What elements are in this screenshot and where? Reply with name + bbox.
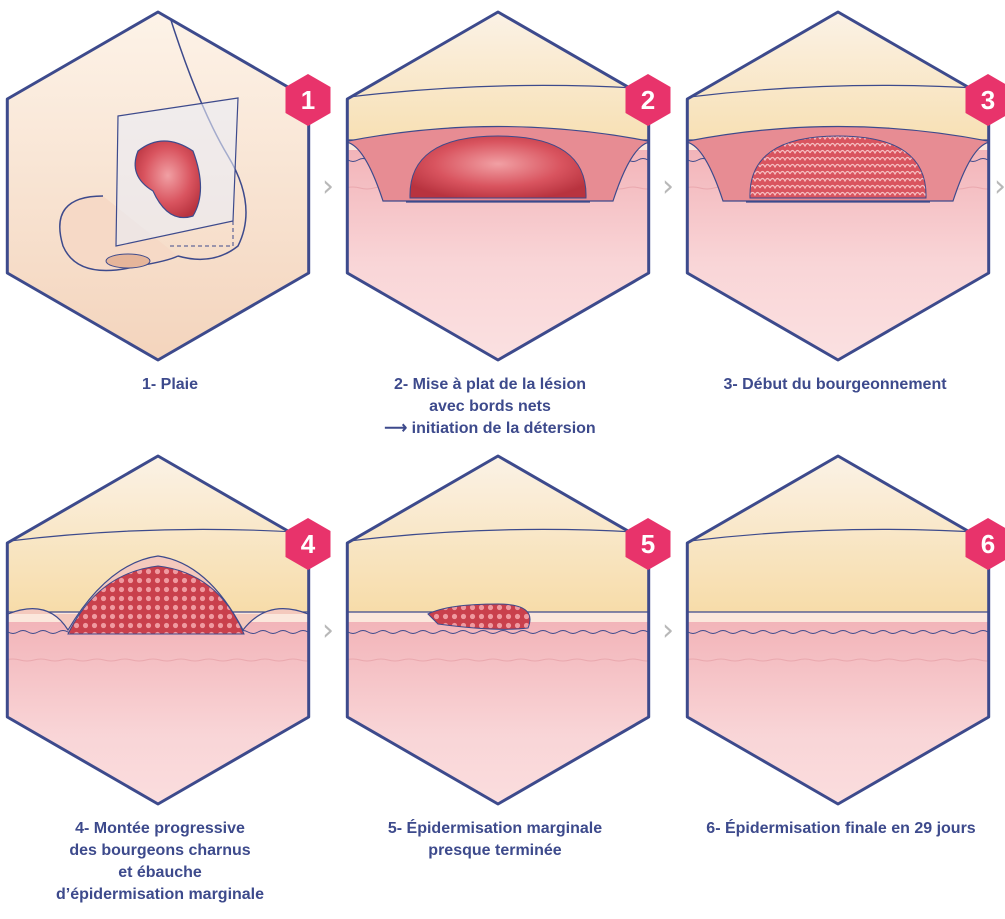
- epidermis-band: [658, 612, 1005, 622]
- stage-panel-4: 4: [0, 456, 342, 852]
- chevron-right-icon: ›: [322, 613, 334, 648]
- caption-line: et ébauche: [20, 862, 300, 884]
- chevron-right-icon: ›: [662, 169, 674, 204]
- right-arrow-icon: ⟶: [384, 420, 411, 437]
- stage-panel-1: 1: [0, 11, 338, 372]
- caption-line: 2- Mise à plat de la lésion: [360, 374, 620, 396]
- dermis-layer: [658, 618, 1005, 852]
- chevron-right-icon: ›: [322, 169, 334, 204]
- nose-wound-illustration: [0, 11, 338, 372]
- caption-step-6: 6- Épidermisation finale en 29 jours: [680, 818, 1002, 840]
- caption-line: 6- Épidermisation finale en 29 jours: [680, 818, 1002, 840]
- caption-line-text: initiation de la détersion: [412, 420, 596, 437]
- chevron-right-icon: ›: [662, 613, 674, 648]
- stage-panel-3: 3: [658, 12, 1005, 380]
- stage-panel-6: 6: [658, 456, 1005, 852]
- caption-line: 4- Montée progressive: [20, 818, 300, 840]
- caption-line-arrow: ⟶ initiation de la détersion: [360, 418, 620, 440]
- badge-number: 4: [301, 529, 316, 559]
- caption-step-5: 5- Épidermisation marginale presque term…: [360, 818, 630, 862]
- rising-granulation-illustration: [0, 456, 342, 852]
- caption-step-2: 2- Mise à plat de la lésion avec bords n…: [360, 374, 620, 440]
- badge-number: 2: [641, 85, 655, 115]
- caption-line: 3- Début du bourgeonnement: [690, 374, 980, 396]
- caption-line: presque terminée: [360, 840, 630, 862]
- badge-number: 5: [641, 529, 655, 559]
- stage-panel-5: 5: [318, 456, 682, 852]
- early-granulation-illustration: [658, 12, 1005, 380]
- badge-number: 1: [301, 85, 315, 115]
- nostril-opening: [106, 254, 150, 268]
- caption-step-1: 1- Plaie: [90, 374, 250, 396]
- marginal-epidermisation-illustration: [318, 456, 682, 852]
- caption-line: 1- Plaie: [90, 374, 250, 396]
- badge-number: 3: [981, 85, 995, 115]
- final-epidermisation-illustration: [658, 456, 1005, 852]
- badge-number: 6: [981, 529, 995, 559]
- caption-step-4: 4- Montée progressive des bourgeons char…: [20, 818, 300, 906]
- dermis-layer: [318, 618, 678, 852]
- caption-line: d’épidermisation marginale: [20, 884, 300, 906]
- caption-line: avec bords nets: [360, 396, 620, 418]
- stage-panel-2: 2: [318, 12, 682, 380]
- flat-lesion-illustration: [318, 12, 682, 380]
- caption-line: des bourgeons charnus: [20, 840, 300, 862]
- chevron-right-icon: ›: [994, 169, 1005, 204]
- caption-step-3: 3- Début du bourgeonnement: [690, 374, 980, 396]
- dermis-layer: [0, 618, 338, 852]
- caption-line: 5- Épidermisation marginale: [360, 818, 630, 840]
